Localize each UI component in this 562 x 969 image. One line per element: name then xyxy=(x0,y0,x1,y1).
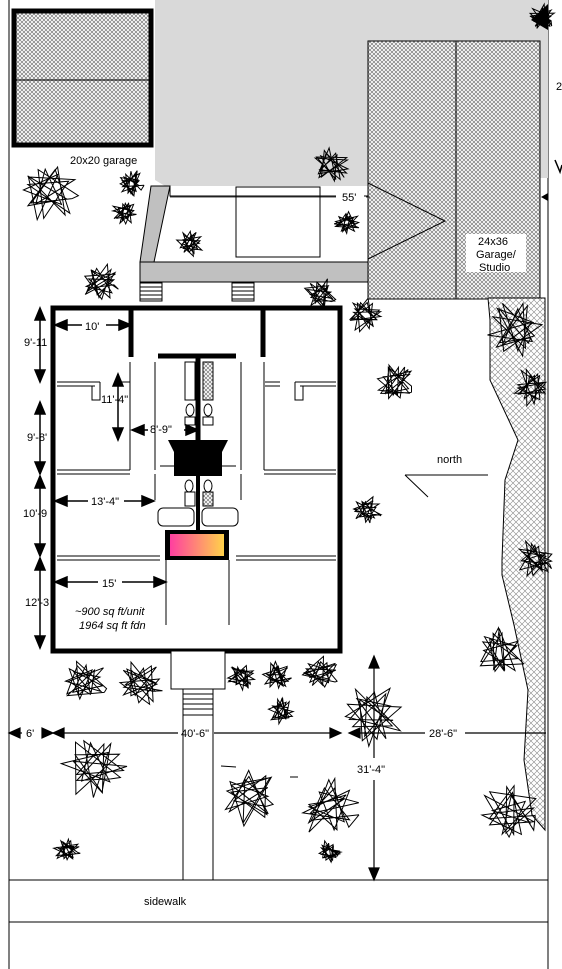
garage-big-label-3: Studio xyxy=(479,262,510,274)
area-label-1: ~900 sq ft/unit xyxy=(75,606,145,618)
tree-icon xyxy=(348,297,383,333)
tree-icon xyxy=(301,655,338,688)
tree-icon xyxy=(267,696,295,726)
sidewalk-label: sidewalk xyxy=(144,896,187,908)
toilet-icon xyxy=(184,361,214,426)
dim-13-4: 13'-4" xyxy=(91,496,119,508)
tree-icon xyxy=(83,262,119,301)
front-walkway xyxy=(170,650,226,880)
dimension-arrows-bottom xyxy=(7,654,546,882)
dim-10-9: 10'-9 xyxy=(23,508,47,520)
fireplace-icon xyxy=(160,440,236,476)
tree-icon xyxy=(376,363,413,400)
dimension-arrows-left xyxy=(33,306,47,650)
tree-icon xyxy=(261,660,292,690)
edge-fragment-label: 2 xyxy=(556,81,562,93)
dim-6: 6' xyxy=(26,728,34,740)
trees xyxy=(22,2,556,864)
dim-40-6: 40'-6" xyxy=(181,728,209,740)
garage-24x36 xyxy=(367,40,541,300)
tree-icon xyxy=(352,495,383,524)
tree-icon xyxy=(480,784,537,839)
dim-15: 15' xyxy=(102,578,116,590)
tree-icon xyxy=(313,146,350,183)
dim-28-6: 28'-6" xyxy=(429,728,457,740)
dim-12-3: 12'-3 xyxy=(25,597,49,609)
dim-55: 55' xyxy=(342,192,356,204)
tree-icon xyxy=(226,664,257,692)
tree-icon xyxy=(512,368,548,408)
north-label: north xyxy=(437,454,462,466)
interior-stairs xyxy=(165,560,230,625)
dim-9-8: 9'-8' xyxy=(27,432,47,444)
tree-icon xyxy=(344,687,403,749)
stairs-icon xyxy=(139,282,255,302)
tree-icon xyxy=(333,210,361,236)
dim-31-4: 31'-4" xyxy=(357,764,385,776)
tree-icon xyxy=(119,170,145,198)
garage-big-label-2: Garage/ xyxy=(476,249,517,261)
hatched-strip xyxy=(487,297,546,832)
dim-10: 10' xyxy=(85,321,99,333)
porch-deck xyxy=(139,185,370,283)
tree-icon xyxy=(224,769,275,828)
tree-icon xyxy=(118,660,163,706)
tree-icon xyxy=(301,776,360,833)
sidewalk xyxy=(9,879,549,969)
garage-big-label-1: 24x36 xyxy=(478,236,508,248)
garage-20x20 xyxy=(11,8,154,148)
fireplace-insert xyxy=(165,530,229,560)
edge-mark xyxy=(554,159,562,175)
north-arrow-icon xyxy=(404,474,488,498)
dimension-arrows-house xyxy=(53,318,200,589)
tree-icon xyxy=(52,837,81,862)
dim-11-4: 11'-4" xyxy=(101,394,128,406)
tree-icon xyxy=(303,278,337,310)
tree-icon xyxy=(479,626,525,673)
tree-icon xyxy=(22,165,80,222)
tree-icon xyxy=(528,2,556,29)
house-outline xyxy=(50,305,343,654)
tree-icon xyxy=(59,739,128,798)
annotation-dash xyxy=(220,765,237,768)
dim-9-11: 9'-11 xyxy=(24,337,47,349)
tree-icon xyxy=(487,301,544,358)
tree-icon xyxy=(64,660,108,701)
tree-icon xyxy=(175,229,204,258)
dim-55-bg xyxy=(336,190,364,203)
bathtub-icon xyxy=(157,479,239,527)
tree-icon xyxy=(317,839,343,864)
area-label-2: 1964 sq ft fdn xyxy=(79,620,146,632)
tree-icon xyxy=(110,202,137,226)
garage-small-label: 20x20 garage xyxy=(70,155,137,167)
tree-icon xyxy=(517,539,553,578)
edge-arrow-mid xyxy=(541,193,548,201)
dim-8-9: 8'-9" xyxy=(150,424,172,436)
